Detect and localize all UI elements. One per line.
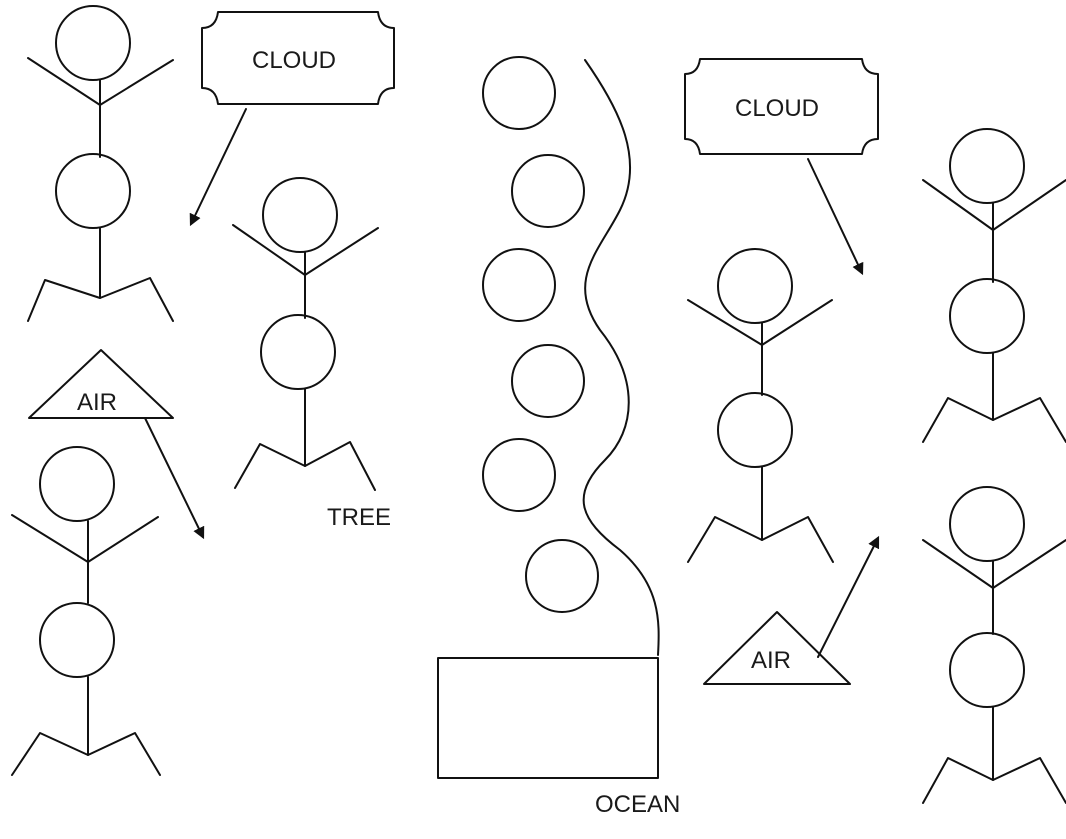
stick-figure (232, 177, 379, 491)
cloud-box-left (201, 11, 395, 105)
stick-figure (687, 248, 834, 563)
arrow-cloud-left (189, 108, 247, 227)
stick-figure (922, 486, 1066, 804)
cloud-right-label: CLOUD (735, 95, 819, 122)
air-triangle-left (28, 349, 174, 419)
wavy-line (582, 59, 660, 656)
stick-figure (11, 446, 161, 776)
arrow-cloud-right (807, 158, 864, 276)
arrow-air-right (817, 535, 880, 658)
stick-figure (922, 128, 1066, 443)
circle-column (482, 56, 599, 613)
ocean-rectangle (437, 657, 659, 779)
ocean-label: OCEAN (595, 791, 680, 818)
stick-figure (27, 5, 174, 322)
air-left-label: AIR (77, 389, 117, 416)
cloud-box-right (684, 58, 879, 155)
tree-label: TREE (327, 504, 391, 531)
cloud-left-label: CLOUD (252, 47, 336, 74)
air-right-label: AIR (751, 647, 791, 674)
arrow-air-left (144, 417, 205, 540)
air-triangle-right (703, 611, 851, 685)
